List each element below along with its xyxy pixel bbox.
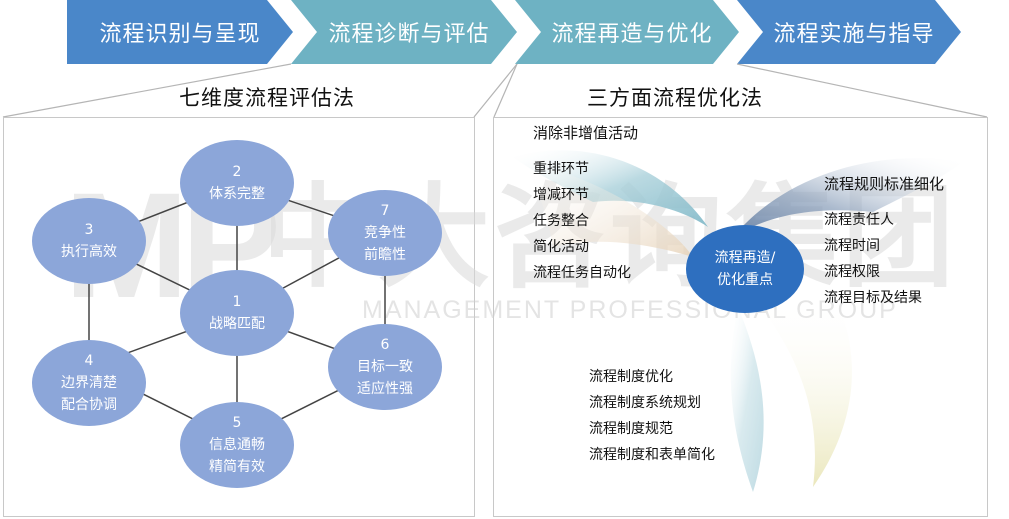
node-6-label-1: 目标一致 bbox=[357, 359, 413, 375]
group-c-item: 流程制度和表单简化 bbox=[589, 447, 715, 463]
node-1-label: 战略匹配 bbox=[209, 316, 265, 332]
group-b-item: 流程时间 bbox=[824, 238, 880, 254]
group-a-heading: 消除非增值活动 bbox=[533, 124, 639, 142]
group-b-heading: 流程规则标准细化 bbox=[824, 175, 945, 193]
group-a-item: 增减环节 bbox=[533, 187, 589, 203]
node-6-label-2: 适应性强 bbox=[357, 381, 413, 397]
node-7-label-1: 竞争性 bbox=[364, 225, 406, 241]
node-3-number: 3 bbox=[84, 222, 94, 238]
group-c-item: 流程制度系统规划 bbox=[589, 395, 701, 411]
callout-lines bbox=[2, 63, 988, 118]
group-b-item: 流程权限 bbox=[824, 264, 880, 280]
node-efficient-execution: 3 执行高效 bbox=[32, 198, 146, 284]
process-step-4-label: 流程实施与指导 bbox=[773, 22, 935, 47]
process-step-1: 流程识别与呈现 bbox=[67, 0, 293, 64]
node-system-complete: 2 体系完整 bbox=[180, 140, 294, 226]
process-step-1-label: 流程识别与呈现 bbox=[99, 22, 261, 47]
group-b-item: 流程目标及结果 bbox=[824, 290, 922, 306]
center-label-2: 优化重点 bbox=[717, 272, 773, 288]
group-b: 流程规则标准细化 流程责任人 流程时间 流程权限 流程目标及结果 bbox=[824, 171, 944, 311]
group-c-item: 流程制度规范 bbox=[589, 421, 673, 437]
swirl-graphic bbox=[513, 150, 963, 492]
process-step-2: 流程诊断与评估 bbox=[291, 0, 517, 64]
right-panel-title: 三方面流程优化法 bbox=[587, 86, 763, 110]
node-goal-alignment: 6 目标一致 适应性强 bbox=[328, 324, 442, 410]
node-2-label: 体系完整 bbox=[209, 186, 265, 202]
node-5-label-2: 精简有效 bbox=[209, 459, 265, 475]
node-1-number: 1 bbox=[232, 294, 242, 310]
center-label-1: 流程再造/ bbox=[714, 250, 776, 266]
node-strategy-fit: 1 战略匹配 bbox=[180, 270, 294, 356]
group-a: 消除非增值活动 重排环节 增减环节 任务整合 简化活动 流程任务自动化 bbox=[533, 120, 638, 286]
node-5-label-1: 信息通畅 bbox=[209, 437, 265, 453]
node-7-number: 7 bbox=[380, 203, 390, 219]
node-5-number: 5 bbox=[232, 415, 242, 431]
process-step-3: 流程再造与优化 bbox=[515, 0, 739, 64]
group-a-item: 任务整合 bbox=[533, 213, 589, 229]
node-competitiveness: 7 竞争性 前瞻性 bbox=[328, 190, 442, 276]
left-panel-title: 七维度流程评估法 bbox=[179, 86, 355, 110]
group-a-item: 重排环节 bbox=[533, 161, 589, 177]
node-7-label-2: 前瞻性 bbox=[364, 247, 406, 263]
node-6-number: 6 bbox=[380, 337, 390, 353]
group-c: 流程制度优化 流程制度系统规划 流程制度规范 流程制度和表单简化 bbox=[589, 364, 715, 468]
node-4-number: 4 bbox=[84, 353, 94, 369]
node-4-label-1: 边界清楚 bbox=[61, 375, 117, 391]
group-c-item: 流程制度优化 bbox=[589, 369, 673, 385]
process-step-4: 流程实施与指导 bbox=[737, 0, 961, 64]
group-a-item: 简化活动 bbox=[533, 239, 589, 255]
group-b-item: 流程责任人 bbox=[824, 212, 894, 228]
optimization-focus-center: 流程再造/ 优化重点 bbox=[686, 225, 804, 313]
node-clear-boundaries: 4 边界清楚 配合协调 bbox=[32, 340, 146, 426]
node-4-label-2: 配合协调 bbox=[61, 397, 117, 413]
process-step-3-label: 流程再造与优化 bbox=[551, 22, 713, 47]
node-2-number: 2 bbox=[232, 164, 242, 180]
group-a-item: 流程任务自动化 bbox=[533, 265, 631, 281]
process-step-2-label: 流程诊断与评估 bbox=[328, 22, 490, 47]
node-3-label: 执行高效 bbox=[61, 244, 117, 260]
node-information-flow: 5 信息通畅 精简有效 bbox=[180, 402, 294, 488]
